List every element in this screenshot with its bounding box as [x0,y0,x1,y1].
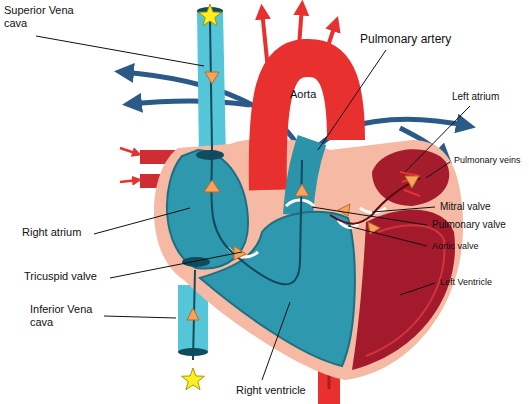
leader-line [426,162,450,178]
right-ventricle-chamber [200,212,355,366]
vein-branch [400,172,420,196]
leader-line [318,50,386,150]
star-marker [199,4,222,26]
part-label: Inferior Vena cava [30,303,104,328]
vessel-opening [196,150,224,160]
part-label: Aortic valve [432,241,479,251]
flow-triangle [187,308,199,320]
part-label: Pulmonary valve [432,219,506,231]
part-label: Aorta [290,88,316,101]
flow-arrow [120,180,138,182]
heart-wall [154,139,463,380]
leader-line [36,36,204,66]
leader-line [104,316,176,318]
leader-line [372,207,435,212]
part-label: Mitral valve [440,201,491,213]
part-label: Superior Vena cava [4,4,84,29]
left-ventricle-chamber [352,210,455,370]
leader-lines [36,36,470,380]
part-label: Pulmonary veins [454,155,521,165]
flow-triangle [295,184,309,196]
leader-line [312,207,427,225]
part-label: Left atrium [452,91,499,103]
left-atrium-chamber [372,149,449,206]
leader-line [400,283,435,295]
leader-line [348,226,427,246]
flow-arrow [120,148,138,154]
part-label: Tricuspid valve [24,270,97,283]
star-marker [182,368,205,390]
flow-triangle [205,72,219,84]
flow-triangle [204,180,220,192]
flow-triangle [405,176,419,188]
flow-triangle [338,204,350,216]
leader-line [94,208,190,234]
part-label: Left Ventricle [440,277,492,287]
right-atrium-chamber [167,150,248,269]
part-label: Right ventricle [236,384,306,397]
pulmonary-branch [130,101,250,105]
pulmonary-valve [286,200,314,206]
leader-line [262,302,290,380]
vessel-opening [182,257,210,267]
part-label: Right atrium [22,226,81,239]
part-label: Pulmonary artery [360,33,451,47]
flow-path [210,20,302,284]
leader-line [110,252,242,278]
